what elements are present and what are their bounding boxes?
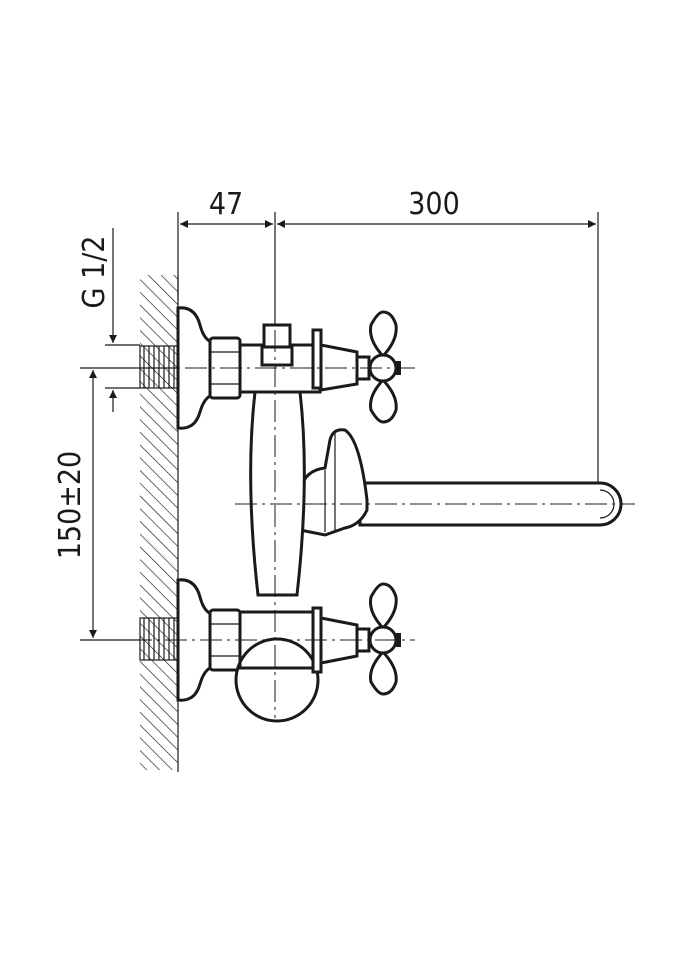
dimension-300: 300	[408, 187, 460, 222]
valve-bonnets	[311, 328, 371, 674]
dimension-47: 47	[209, 187, 243, 222]
dimension-g-1-2: G 1/2	[77, 236, 112, 309]
hot-handle	[368, 310, 401, 424]
inlet-spacing-dimension: 150±20	[53, 367, 178, 641]
diverter-lever	[298, 428, 369, 537]
escutcheons	[176, 306, 242, 702]
thread-dimension: G 1/2	[77, 228, 140, 412]
horizontal-dimensions: 47 300	[177, 187, 599, 500]
cold-handle	[368, 582, 401, 696]
mixer-body	[234, 323, 322, 723]
centerlines	[80, 330, 635, 718]
dimension-150-20: 150±20	[53, 451, 88, 559]
